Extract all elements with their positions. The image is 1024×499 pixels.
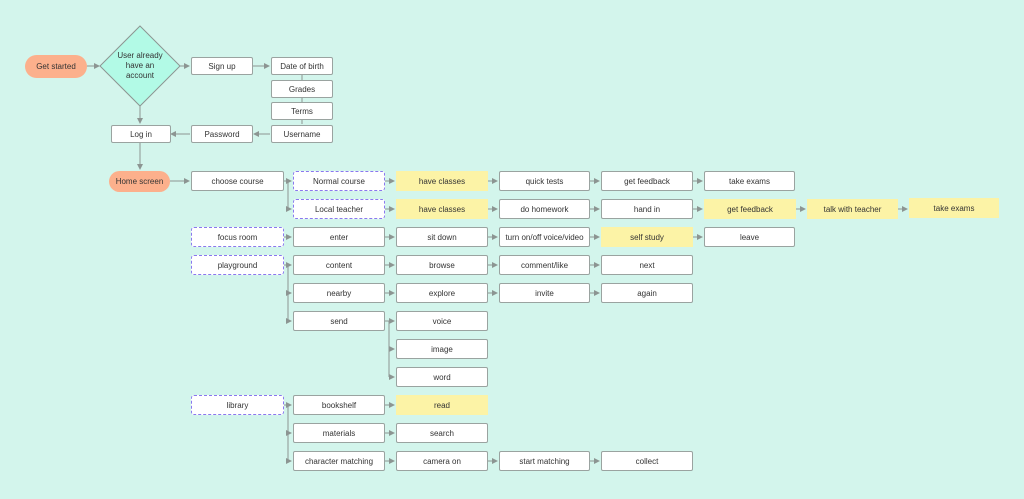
home-screen-node: Home screen — [109, 171, 170, 192]
sign-up-node: Sign up — [191, 57, 253, 75]
decision-diamond — [99, 25, 181, 107]
leave-node: leave — [704, 227, 795, 247]
date-of-birth-node: Date of birth — [271, 57, 333, 75]
nearby-node: nearby — [293, 283, 385, 303]
grades-node: Grades — [271, 80, 333, 98]
do-homework-node: do homework — [499, 199, 590, 219]
decision-label-line: account — [125, 71, 155, 80]
collect-node: collect — [601, 451, 693, 471]
send-node: send — [293, 311, 385, 331]
quick-tests-node: quick tests — [499, 171, 590, 191]
library-node: library — [191, 395, 284, 415]
terms-node: Terms — [271, 102, 333, 120]
decision-label-line: have an — [125, 61, 155, 70]
decision-label: User already have an account — [108, 51, 172, 81]
materials-node: materials — [293, 423, 385, 443]
focus-room-node: focus room — [191, 227, 284, 247]
turn-on-off-node: turn on/off voice/video — [499, 227, 590, 247]
bookshelf-node: bookshelf — [293, 395, 385, 415]
self-study-node: self study — [601, 227, 693, 247]
decision-label-line: User already — [117, 51, 163, 60]
take-exams-highlight-node: take exams — [909, 198, 999, 218]
search-node: search — [396, 423, 488, 443]
get-feedback-highlight-node: get feedback — [704, 199, 796, 219]
normal-course-node: Normal course — [293, 171, 385, 191]
content-node: content — [293, 255, 385, 275]
explore-node: explore — [396, 283, 488, 303]
again-node: again — [601, 283, 693, 303]
password-node: Password — [191, 125, 253, 143]
word-node: word — [396, 367, 488, 387]
sit-down-node: sit down — [396, 227, 488, 247]
log-in-node: Log in — [111, 125, 171, 143]
browse-node: browse — [396, 255, 488, 275]
get-feedback-node: get feedback — [601, 171, 693, 191]
username-node: Username — [271, 125, 333, 143]
hand-in-node: hand in — [601, 199, 693, 219]
talk-with-teacher-node: talk with teacher — [807, 199, 898, 219]
read-node: read — [396, 395, 488, 415]
have-classes-node: have classes — [396, 199, 488, 219]
character-matching-node: character matching — [293, 451, 385, 471]
choose-course-node: choose course — [191, 171, 284, 191]
image-node: image — [396, 339, 488, 359]
next-node: next — [601, 255, 693, 275]
voice-node: voice — [396, 311, 488, 331]
take-exams-node: take exams — [704, 171, 795, 191]
comment-like-node: comment/like — [499, 255, 590, 275]
have-classes-node: have classes — [396, 171, 488, 191]
get-started-node: Get started — [25, 55, 87, 78]
enter-node: enter — [293, 227, 385, 247]
start-matching-node: start matching — [499, 451, 590, 471]
playground-node: playground — [191, 255, 284, 275]
local-teacher-node: Local teacher — [293, 199, 385, 219]
invite-node: invite — [499, 283, 590, 303]
camera-on-node: camera on — [396, 451, 488, 471]
